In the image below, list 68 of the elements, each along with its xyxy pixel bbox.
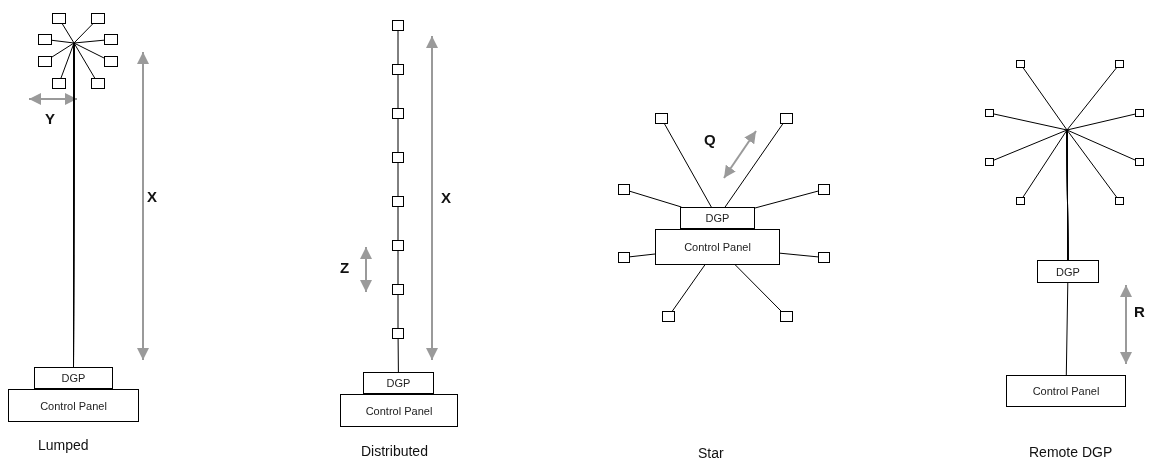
- sensor-box: [1115, 60, 1124, 68]
- connector-line: [397, 30, 399, 65]
- dimension-label: X: [147, 188, 157, 205]
- connector-line: [397, 206, 399, 241]
- caption: Lumped: [38, 437, 89, 453]
- connector-line: [397, 118, 399, 153]
- processor-box: DGP: [34, 367, 113, 389]
- control-panel-box: Control Panel: [1006, 375, 1126, 407]
- connector-line: [397, 162, 399, 197]
- caption: Star: [698, 445, 724, 461]
- sensor-box: [818, 252, 830, 263]
- control-panel-box: Control Panel: [8, 389, 139, 422]
- sensor-box: [618, 184, 630, 195]
- dimension-label: Q: [704, 131, 716, 148]
- connector-line: [724, 123, 784, 208]
- connector-line: [664, 123, 712, 208]
- connector-line: [671, 264, 706, 312]
- sensor-box: [392, 284, 404, 295]
- sensor-box: [780, 311, 793, 322]
- caption: Distributed: [361, 443, 428, 459]
- dimension-label: Y: [45, 110, 55, 127]
- sensor-box: [618, 252, 630, 263]
- sensor-box: [52, 13, 66, 24]
- sensor-box: [1016, 60, 1025, 68]
- sensor-box: [1135, 158, 1144, 166]
- sensor-box: [38, 34, 52, 45]
- sensor-box: [780, 113, 793, 124]
- caption: Remote DGP: [1029, 444, 1113, 460]
- connector-line: [397, 294, 399, 329]
- sensor-box: [818, 184, 830, 195]
- sensor-box: [392, 20, 404, 31]
- connector-line: [754, 190, 819, 209]
- connector-line: [397, 74, 399, 109]
- connector-line: [1065, 282, 1069, 376]
- sensor-box: [392, 108, 404, 119]
- sensor-box: [1115, 197, 1124, 205]
- connector-line: [779, 252, 819, 258]
- sensor-box: [392, 64, 404, 75]
- sensor-box: [392, 240, 404, 251]
- processor-box: DGP: [363, 372, 434, 394]
- sensor-box: [38, 56, 52, 67]
- sensor-box: [392, 196, 404, 207]
- sensor-box: [1016, 197, 1025, 205]
- sensor-box: [91, 78, 105, 89]
- connector-line: [1066, 129, 1117, 261]
- sensor-box: [985, 109, 994, 117]
- sensor-box: [91, 13, 105, 24]
- sensor-box: [52, 78, 66, 89]
- connector-line: [629, 190, 682, 208]
- dimension-label: Z: [340, 259, 350, 276]
- control-panel-box: Control Panel: [655, 229, 780, 265]
- connector-line: [397, 250, 399, 285]
- connector-line: [397, 338, 399, 373]
- sensor-box: [662, 311, 675, 322]
- processor-box: DGP: [1037, 260, 1099, 283]
- sensor-box: [392, 152, 404, 163]
- dimension-label: X: [441, 189, 451, 206]
- dimension-label: R: [1134, 303, 1145, 320]
- sensor-box: [1135, 109, 1144, 117]
- processor-box: DGP: [680, 207, 755, 229]
- sensor-box: [985, 158, 994, 166]
- control-panel-box: Control Panel: [340, 394, 458, 427]
- sensor-box: [104, 56, 118, 67]
- sensor-box: [655, 113, 668, 124]
- sensor-box: [104, 34, 118, 45]
- connector-line: [629, 253, 656, 258]
- sensor-box: [392, 328, 404, 339]
- connector-line: [734, 264, 782, 312]
